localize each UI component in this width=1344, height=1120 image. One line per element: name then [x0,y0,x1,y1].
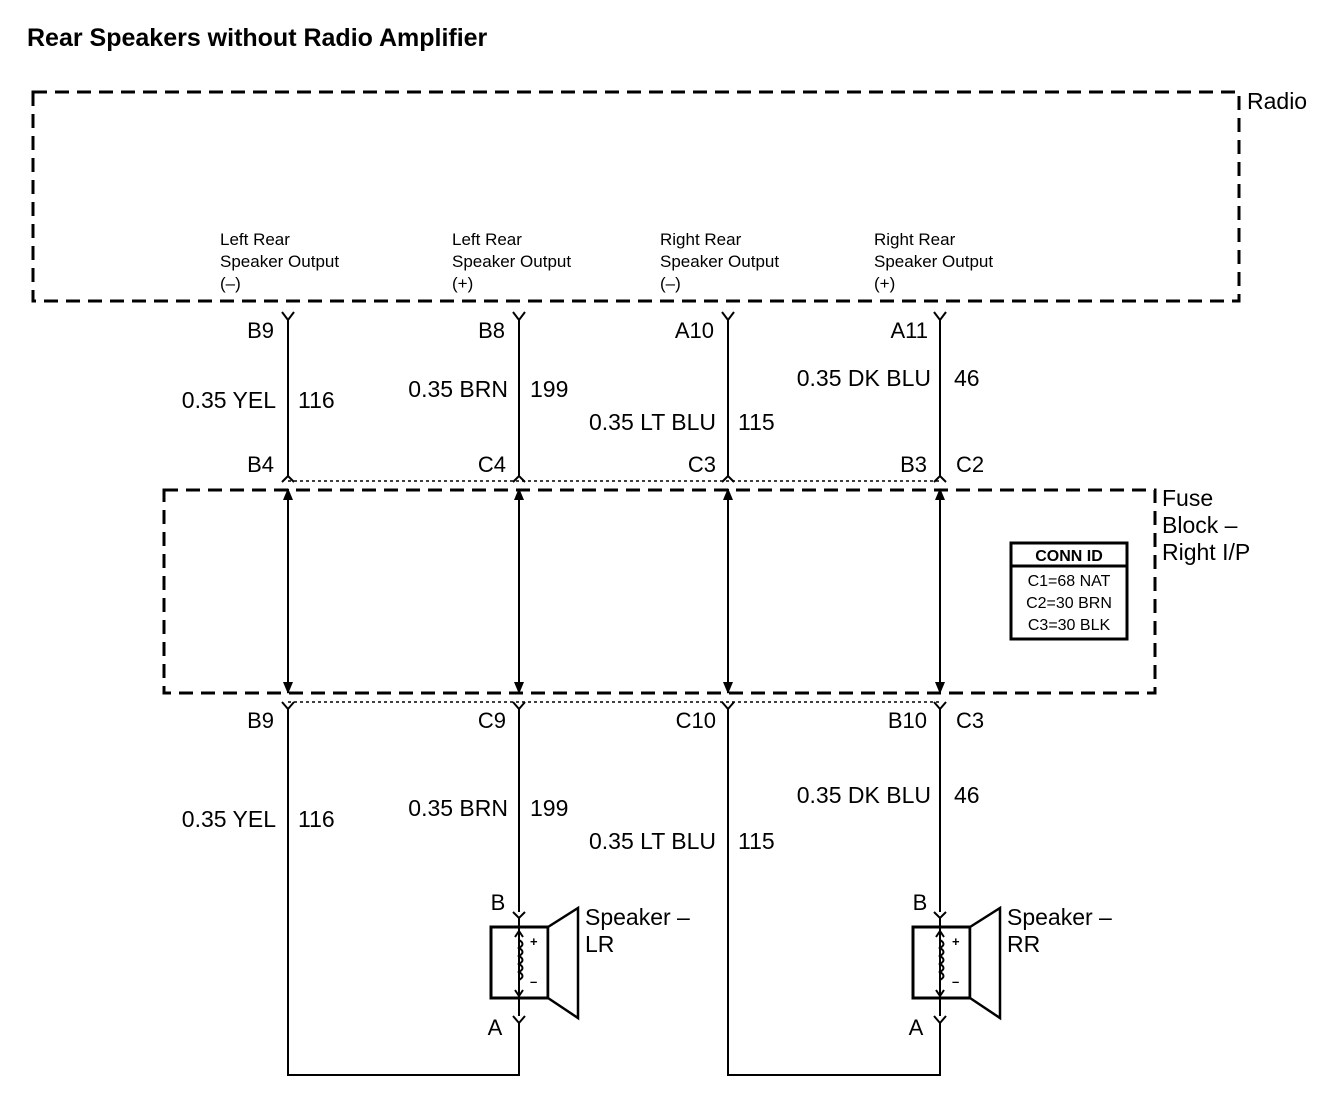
fuse-bottom-pin-4: B10 [888,708,927,733]
conn-id-header: CONN ID [1035,548,1103,565]
svg-text:(–): (–) [660,274,681,293]
radio-output-1: Left Rear Speaker Output (–) [220,230,339,293]
wire-circuit-upper-4: 46 [954,365,980,391]
diagram-title: Rear Speakers without Radio Amplifier [27,24,488,52]
svg-text:Right Rear: Right Rear [660,230,742,249]
fuse-bottom-connector-id: C3 [956,708,984,733]
wire-color-upper-2: 0.35 BRN [408,376,508,402]
speaker-lr-minus: – [530,974,537,989]
svg-text:Speaker Output: Speaker Output [660,252,779,271]
svg-text:(+): (+) [452,274,473,293]
fuse-block-label-1: Fuse [1162,485,1213,511]
wire-circuit-upper-2: 199 [530,376,568,402]
fuse-bottom-pin-2: C9 [478,708,506,733]
speaker-rr-plus: + [952,934,960,949]
wire-circuit-upper-1: 116 [298,387,335,413]
svg-text:Speaker Output: Speaker Output [220,252,339,271]
speaker-lr-label-1: Speaker – [585,904,690,930]
speaker-lr: B + – A Speaker – LR [488,890,690,1040]
speaker-lr-label-2: LR [585,931,614,957]
wire-color-lower-2: 0.35 BRN [408,795,508,821]
conn-id-row-1: C1=68 NAT [1028,573,1111,590]
wire-color-upper-3: 0.35 LT BLU [589,409,716,435]
svg-text:Right Rear: Right Rear [874,230,956,249]
wire-color-upper-4: 0.35 DK BLU [797,365,931,391]
fuse-top-pin-2: C4 [478,452,506,477]
speaker-rr-pin-a: A [909,1015,924,1040]
wire-circuit-lower-3: 115 [738,828,775,854]
svg-text:Speaker Output: Speaker Output [452,252,571,271]
speaker-rr: B + – A Speaker – RR [909,890,1112,1040]
lower-wires [287,709,941,1076]
fuse-top-connector-id: C2 [956,452,984,477]
speaker-lr-plus: + [530,934,538,949]
speaker-lr-pin-a: A [488,1015,503,1040]
fuse-block-label-2: Block – [1162,512,1238,538]
fuse-block-box [162,488,1157,695]
svg-text:(+): (+) [874,274,895,293]
fuse-top-pin-3: C3 [688,452,716,477]
wire-circuit-lower-1: 116 [298,806,335,832]
fuse-bottom-pin-3: C10 [676,708,716,733]
wire-color-lower-1: 0.35 YEL [182,806,276,832]
speaker-rr-pin-b: B [913,890,928,915]
wire-circuit-lower-4: 46 [954,782,980,808]
fuse-top-connector-symbols [281,474,947,483]
fuse-internal-arrows [283,488,945,694]
radio-pin-3: A10 [675,318,714,343]
radio-output-2: Left Rear Speaker Output (+) [452,230,571,293]
svg-text:Speaker Output: Speaker Output [874,252,993,271]
conn-id-table: CONN ID C1=68 NAT C2=30 BRN C3=30 BLK [1009,541,1129,641]
radio-pin-2: B8 [478,318,505,343]
radio-output-4: Right Rear Speaker Output (+) [874,230,993,293]
speaker-lr-pin-b: B [491,890,506,915]
fuse-internal-wires [287,489,941,693]
fuse-bottom-connector-symbols [281,701,947,711]
svg-text:Left Rear: Left Rear [452,230,522,249]
conn-id-row-3: C3=30 BLK [1028,617,1111,634]
wire-color-lower-3: 0.35 LT BLU [589,828,716,854]
radio-pin-1: B9 [247,318,274,343]
fuse-block-label-3: Right I/P [1162,539,1250,565]
upper-wires [287,320,941,476]
radio-label: Radio [1247,88,1307,114]
wire-circuit-upper-3: 115 [738,409,775,435]
speaker-rr-label-2: RR [1007,931,1040,957]
radio-pin-4: A11 [890,318,928,343]
conn-id-row-2: C2=30 BRN [1026,595,1112,612]
radio-connector-symbols [281,311,947,322]
wire-color-lower-4: 0.35 DK BLU [797,782,931,808]
speaker-rr-label-1: Speaker – [1007,904,1112,930]
fuse-top-pin-1: B4 [247,452,274,477]
svg-text:(–): (–) [220,274,241,293]
speaker-rr-minus: – [952,974,959,989]
fuse-bottom-pin-1: B9 [247,708,274,733]
fuse-top-pin-4: B3 [900,452,927,477]
wire-circuit-lower-2: 199 [530,795,568,821]
radio-output-3: Right Rear Speaker Output (–) [660,230,779,293]
radio-module-box [31,90,1241,303]
wire-color-upper-1: 0.35 YEL [182,387,276,413]
svg-text:Left Rear: Left Rear [220,230,290,249]
